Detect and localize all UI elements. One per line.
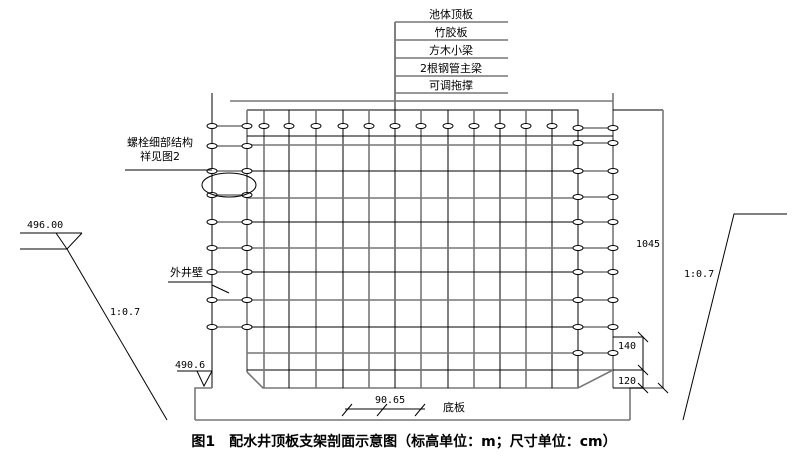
elevation-marker-icon — [196, 370, 213, 388]
dimension-120: 120 — [618, 376, 636, 387]
bolt-icon — [572, 194, 584, 200]
scaffold-base-chamfer — [246, 369, 614, 389]
bolt-icon — [572, 168, 584, 174]
bolt-icon — [607, 269, 619, 275]
elevation-marker-icon — [55, 232, 83, 250]
bolt-icon — [572, 350, 584, 356]
bolt-icon — [241, 269, 253, 275]
bolt-icon — [206, 324, 218, 330]
bolt-icon — [206, 143, 218, 149]
bolt-icon — [607, 297, 619, 303]
bolt-note-line2: 祥见图2 — [140, 149, 180, 163]
bolt-icon — [572, 269, 584, 275]
bolt-icon — [206, 219, 218, 225]
bolts — [206, 123, 619, 356]
dimension-tick — [637, 364, 649, 376]
dimension-tick — [376, 403, 388, 417]
right-slope-ratio: 1:0.7 — [684, 269, 714, 280]
dimension-140: 140 — [618, 341, 636, 352]
scaffold-frame — [247, 109, 579, 388]
bolt-icon — [572, 324, 584, 330]
span-value: 90.65 — [375, 395, 405, 406]
bolt-icon — [520, 123, 532, 129]
bolt-icon — [258, 123, 270, 129]
bolt-icon — [337, 123, 349, 129]
bolt-icon — [241, 219, 253, 225]
dimension-tick — [414, 403, 426, 417]
bolt-icon — [363, 123, 375, 129]
outer-wall-label: 外井壁 — [170, 265, 203, 279]
bolt-icon — [607, 125, 619, 131]
figure-caption: 图1 配水井顶板支架剖面示意图（标高单位：m；尺寸单位：cm） — [191, 433, 616, 450]
layer-labels: 池体顶板 竹胶板 方木小梁 2根钢管主梁 可调拖撑 — [394, 7, 508, 120]
base-elevation: 490.6 — [175, 360, 205, 371]
bolt-icon — [468, 123, 480, 129]
bolt-note-line1: 螺栓细部结构 — [127, 135, 193, 149]
left-embankment: 496.00 1:0.7 — [20, 220, 168, 421]
bolt-icon — [241, 192, 253, 198]
bolt-icon — [607, 350, 619, 356]
foundation-left — [194, 387, 212, 420]
ground-elevation: 496.00 — [27, 220, 63, 231]
layer-label-top-slab: 池体顶板 — [429, 7, 473, 21]
bolt-icon — [442, 123, 454, 129]
bolt-icon — [494, 123, 506, 129]
foundation-right — [629, 387, 663, 420]
bolt-icon — [283, 123, 295, 129]
bolt-icon — [241, 143, 253, 149]
bolt-icon — [241, 324, 253, 330]
outer-wall-leader-line — [211, 284, 230, 294]
bolt-icon — [607, 140, 619, 146]
bolt-icon — [241, 168, 253, 174]
layer-label-steel-main-beam: 2根钢管主梁 — [420, 61, 482, 75]
bolt-icon — [206, 168, 218, 174]
dimension-tick — [341, 403, 353, 417]
bolt-icon — [607, 194, 619, 200]
bolt-icon — [572, 245, 584, 251]
bolt-detail-callout — [201, 172, 257, 198]
bolt-icon — [415, 123, 427, 129]
footing-dimension-box — [613, 336, 644, 389]
bolt-icon — [206, 245, 218, 251]
dimension-tick — [637, 331, 649, 343]
bolt-icon — [607, 168, 619, 174]
left-slope-ratio: 1:0.7 — [110, 307, 140, 318]
span-dimension: 90.65 底板 — [341, 395, 465, 417]
bolt-icon — [572, 125, 584, 131]
bolt-icon — [607, 245, 619, 251]
height-dimension: 1045 — [636, 239, 660, 250]
walls — [211, 93, 663, 389]
scaffold-grid — [247, 110, 613, 388]
dimension-tick — [657, 382, 669, 394]
bolt-icon — [206, 123, 218, 129]
bottom-slab-label: 底板 — [443, 400, 465, 414]
left-slope-line — [66, 248, 168, 421]
bolt-icon — [607, 219, 619, 225]
right-embankment — [682, 213, 787, 421]
layer-label-adjustable-support: 可调拖撑 — [429, 78, 473, 92]
bolt-icon — [546, 123, 558, 129]
bolt-icon — [572, 297, 584, 303]
bolt-icon — [206, 297, 218, 303]
bolt-icon — [389, 123, 401, 129]
bolt-icon — [572, 140, 584, 146]
bolt-icon — [241, 297, 253, 303]
bolt-icon — [310, 123, 322, 129]
layer-label-bamboo-board: 竹胶板 — [435, 25, 468, 39]
layer-label-timber-beam: 方木小梁 — [429, 43, 473, 57]
bolt-icon — [206, 269, 218, 275]
bolt-icon — [607, 324, 619, 330]
bolt-icon — [241, 123, 253, 129]
bolt-icon — [241, 245, 253, 251]
right-dimensions: 1045 140 120 — [613, 110, 669, 394]
bolt-icon — [572, 219, 584, 225]
dimension-tick — [637, 382, 649, 394]
